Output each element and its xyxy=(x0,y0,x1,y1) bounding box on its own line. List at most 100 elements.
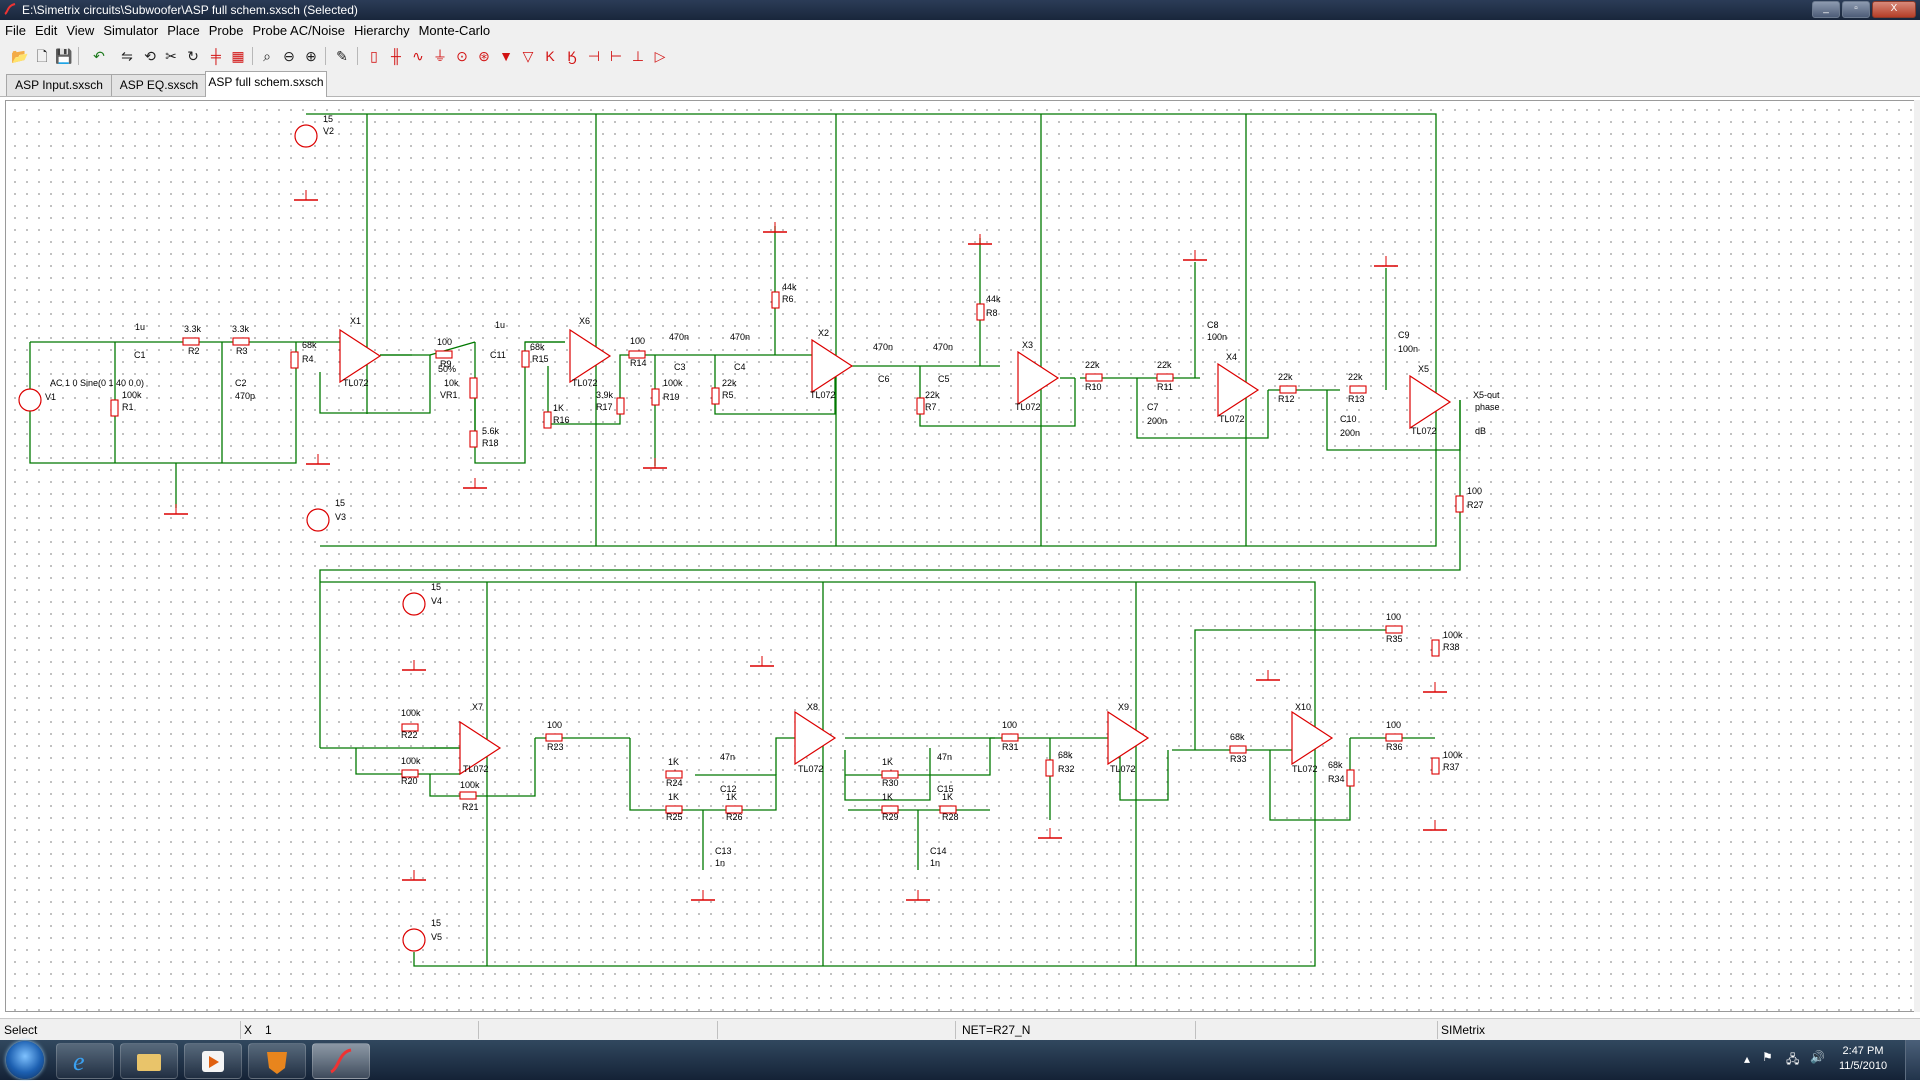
maximize-button[interactable]: ▫ xyxy=(1842,1,1870,18)
svg-text:470n: 470n xyxy=(933,342,953,352)
svg-text:X5: X5 xyxy=(1418,364,1429,374)
svg-text:1K: 1K xyxy=(668,757,679,767)
tab-asp-full-schem[interactable]: ASP full schem.sxsch xyxy=(205,71,327,97)
svg-text:R18: R18 xyxy=(482,438,499,448)
avast-antivirus-icon[interactable] xyxy=(248,1043,306,1079)
tab-bar: ASP Input.sxsch ASP EQ.sxsch ASP full sc… xyxy=(0,70,1920,97)
svg-text:100n: 100n xyxy=(1207,332,1227,342)
open-icon[interactable]: 📂 xyxy=(11,48,29,64)
status-mode: Select xyxy=(4,1023,38,1037)
bus-icon[interactable]: ▦ xyxy=(231,48,245,64)
svg-text:R4: R4 xyxy=(302,354,314,364)
svg-text:C3: C3 xyxy=(674,362,686,372)
action-center-flag-icon[interactable]: ⚑ xyxy=(1762,1050,1773,1064)
menu-probe-ac-noise[interactable]: Probe AC/Noise xyxy=(252,23,345,38)
pencil-icon[interactable]: ✎ xyxy=(336,48,348,64)
internet-explorer-icon[interactable]: e xyxy=(56,1043,114,1079)
windows-explorer-icon[interactable] xyxy=(120,1043,178,1079)
svg-text:TL072: TL072 xyxy=(798,764,824,774)
probe-icon[interactable]: ⊢ xyxy=(609,48,623,64)
ground-icon[interactable]: ⏚ xyxy=(433,48,447,64)
network-icon[interactable]: 🖧 xyxy=(1786,1052,1800,1066)
media-player-icon[interactable] xyxy=(184,1043,242,1079)
new-icon[interactable]: 🗋 xyxy=(36,48,48,64)
system-clock[interactable]: 2:47 PM 11/5/2010 xyxy=(1828,1044,1898,1074)
status-product: SIMetrix xyxy=(1441,1023,1486,1037)
close-button[interactable]: X xyxy=(1872,1,1916,18)
status-bar: Select X 1 NET=R27_N SIMetrix xyxy=(0,1018,1920,1041)
zoom-in-icon[interactable]: ⊕ xyxy=(305,48,317,64)
menu-edit[interactable]: Edit xyxy=(34,23,58,38)
mirror-icon[interactable]: ⇋ xyxy=(121,48,133,64)
volume-icon[interactable]: 🔊 xyxy=(1810,1050,1825,1064)
resistor-icon[interactable]: ▯ xyxy=(370,48,378,64)
opamp-icon[interactable]: ⊣ xyxy=(587,48,601,64)
pnp-icon[interactable]: ▽ xyxy=(522,48,534,64)
svg-text:V2: V2 xyxy=(323,126,334,136)
svg-text:100n: 100n xyxy=(1398,344,1418,354)
svg-text:R32: R32 xyxy=(1058,764,1075,774)
redo-icon[interactable]: ↻ xyxy=(187,48,199,64)
svg-text:R19: R19 xyxy=(663,392,680,402)
minimize-button[interactable]: _ xyxy=(1812,1,1840,18)
menu-view[interactable]: View xyxy=(66,23,95,38)
diode-icon[interactable]: ⊛ xyxy=(478,48,490,64)
svg-text:100: 100 xyxy=(1386,612,1401,622)
undo-icon[interactable]: ↶ xyxy=(93,48,105,64)
wire-icon[interactable]: ╪ xyxy=(211,48,221,64)
svg-text:X3: X3 xyxy=(1022,340,1033,350)
svg-text:3.9k: 3.9k xyxy=(596,390,614,400)
svg-text:1K: 1K xyxy=(668,792,679,802)
svg-text:X10: X10 xyxy=(1295,702,1311,712)
svg-text:TL072: TL072 xyxy=(1292,764,1318,774)
tab-asp-eq[interactable]: ASP EQ.sxsch xyxy=(111,74,207,96)
svg-text:22k: 22k xyxy=(1278,372,1293,382)
save-icon[interactable]: 💾 xyxy=(55,48,73,64)
svg-text:dB: dB xyxy=(1475,426,1486,436)
svg-text:470p: 470p xyxy=(235,391,255,401)
svg-text:R27: R27 xyxy=(1467,500,1484,510)
menu-probe[interactable]: Probe xyxy=(208,23,244,38)
svg-text:X4: X4 xyxy=(1226,352,1237,362)
svg-text:X1: X1 xyxy=(350,316,361,326)
nmos-icon[interactable]: K xyxy=(545,48,555,64)
capacitor-icon[interactable]: ╫ xyxy=(391,48,401,64)
npn-icon[interactable]: ▼ xyxy=(499,48,513,64)
menu-hierarchy[interactable]: Hierarchy xyxy=(353,23,410,38)
svg-text:68k: 68k xyxy=(530,342,545,352)
pmos-icon[interactable]: Ӄ xyxy=(567,48,577,64)
windows-taskbar: e ▴ ⚑ 🖧 🔊 2:47 PM 11/5/2010 xyxy=(0,1040,1920,1080)
svg-text:22k: 22k xyxy=(1157,360,1172,370)
schematic-canvas[interactable] xyxy=(5,100,1917,1012)
svg-text:C7: C7 xyxy=(1147,402,1159,412)
zoom-out-icon[interactable]: ⊖ xyxy=(283,48,295,64)
svg-text:R33: R33 xyxy=(1230,754,1247,764)
svg-text:1u: 1u xyxy=(495,320,505,330)
menu-file[interactable]: File xyxy=(5,23,26,38)
svg-text:1K: 1K xyxy=(726,792,737,802)
menu-monte-carlo[interactable]: Monte-Carlo xyxy=(418,23,491,38)
svg-text:TL072: TL072 xyxy=(1110,764,1136,774)
menu-place[interactable]: Place xyxy=(167,23,200,38)
svg-text:100: 100 xyxy=(1386,720,1401,730)
svg-text:R1: R1 xyxy=(122,402,134,412)
delete-icon[interactable]: ✂ xyxy=(165,48,177,64)
show-desktop-button[interactable] xyxy=(1905,1040,1920,1080)
start-button[interactable] xyxy=(6,1041,44,1079)
svg-text:V4: V4 xyxy=(431,596,442,606)
svg-text:R25: R25 xyxy=(666,812,683,822)
simetrix-taskbar-icon[interactable] xyxy=(312,1043,370,1079)
svg-text:C2: C2 xyxy=(235,378,247,388)
terminal-icon[interactable]: ⊥ xyxy=(631,48,645,64)
rotate-icon[interactable]: ⟲ xyxy=(144,48,156,64)
source-icon[interactable]: ⊙ xyxy=(456,48,468,64)
zoom-full-icon[interactable]: ⌕ xyxy=(263,48,271,64)
inductor-icon[interactable]: ∿ xyxy=(412,48,424,64)
canvas-scroll-edge[interactable] xyxy=(1914,100,1920,1012)
port-icon[interactable]: ▷ xyxy=(654,48,666,64)
menu-simulator[interactable]: Simulator xyxy=(103,23,159,38)
svg-text:AC 1 0 Sine(0 1 40 0 0): AC 1 0 Sine(0 1 40 0 0) xyxy=(50,378,144,388)
svg-text:C14: C14 xyxy=(930,846,947,856)
svg-text:R38: R38 xyxy=(1443,642,1460,652)
show-hidden-icons-icon[interactable]: ▴ xyxy=(1744,1052,1751,1066)
